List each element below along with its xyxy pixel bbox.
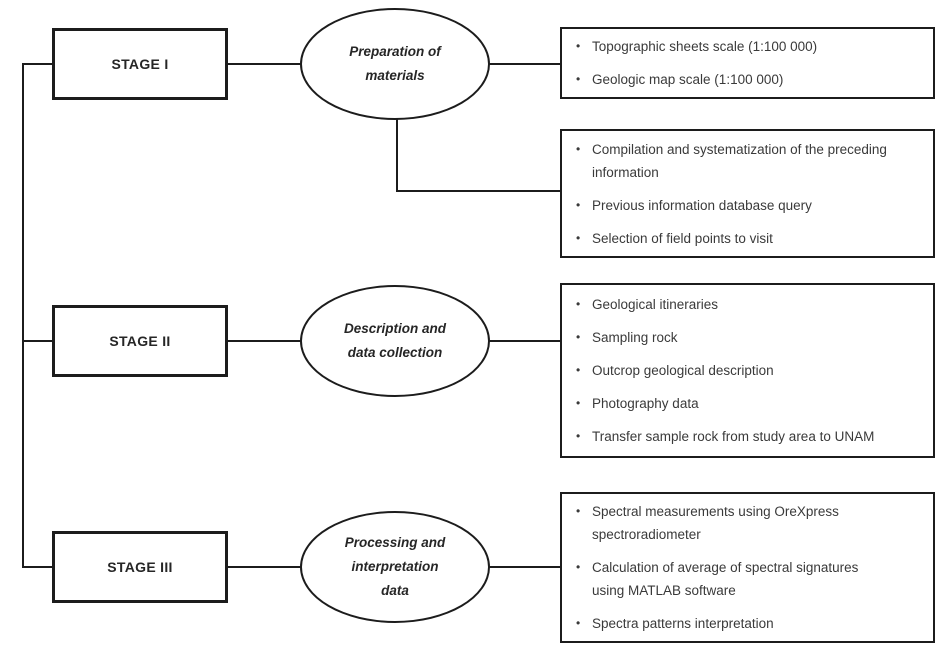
list-item: • Outcrop geological description <box>576 359 929 382</box>
stage1-ellipse: Preparation of materials <box>300 8 490 120</box>
bullet-icon: • <box>576 197 581 212</box>
list-item-text: Compilation and systematization of the p… <box>592 141 887 180</box>
list-item-text: Previous information database query <box>592 197 812 213</box>
list-item: • Topographic sheets scale (1:100 000) <box>576 35 929 58</box>
left-rail-line <box>22 63 24 568</box>
stage2-tasks-box: • Geological itineraries • Sampling rock… <box>560 283 935 458</box>
ellipse1-boxa-connector-line <box>488 63 560 65</box>
list-item: • Geologic map scale (1:100 000) <box>576 68 929 91</box>
stage3-tasks-box: • Spectral measurements using OreXpress … <box>560 492 935 643</box>
bullet-icon: • <box>576 297 581 311</box>
list-item-text: Photography data <box>592 396 699 411</box>
list-item: • Spectra patterns interpretation <box>576 612 929 635</box>
list-item: • Calculation of average of spectral sig… <box>576 556 929 602</box>
stage3-ellipse-connector-line <box>228 566 302 568</box>
list-item: • Transfer sample rock from study area t… <box>576 425 929 448</box>
stage2-ellipse-connector-line <box>228 340 302 342</box>
bullet-icon: • <box>576 429 581 443</box>
stage2-tasks-list: • Geological itineraries • Sampling rock… <box>576 293 929 448</box>
stage3-ellipse-label: Processing and interpretation data <box>344 535 446 598</box>
ellipse2-boxc-connector-line <box>488 340 560 342</box>
list-item: • Photography data <box>576 392 929 415</box>
list-item: • Spectral measurements using OreXpress … <box>576 500 929 546</box>
bullet-icon: • <box>576 141 581 156</box>
stage2-ellipse: Description and data collection <box>300 285 490 397</box>
list-item: • Selection of field points to visit <box>576 227 929 250</box>
ellipse1-branch-horizontal-line <box>396 190 562 192</box>
stage1-ellipse-label: Preparation of materials <box>349 44 441 83</box>
stage3-tasks-list: • Spectral measurements using OreXpress … <box>576 500 929 635</box>
bullet-icon: • <box>576 363 581 377</box>
stage1-label: STAGE I <box>111 56 169 72</box>
stage1-materials-box: • Topographic sheets scale (1:100 000) •… <box>560 27 935 99</box>
list-item-text: Geologic map scale (1:100 000) <box>592 72 784 87</box>
stage3-ellipse: Processing and interpretation data <box>300 511 490 623</box>
ellipse1-branch-vertical-line <box>396 118 398 192</box>
bullet-icon: • <box>576 616 581 630</box>
list-item-text: Spectra patterns interpretation <box>592 616 774 631</box>
stage2-label: STAGE II <box>109 333 171 349</box>
bullet-icon: • <box>576 230 581 245</box>
list-item-text: Transfer sample rock from study area to … <box>592 429 875 444</box>
stage3-rail-stub-line <box>22 566 54 568</box>
stage1-materials-list: • Topographic sheets scale (1:100 000) •… <box>576 35 929 91</box>
bullet-icon: • <box>576 72 581 86</box>
list-item-text: Spectral measurements using OreXpress sp… <box>592 504 839 542</box>
stage3-box: STAGE III <box>52 531 228 603</box>
list-item-text: Topographic sheets scale (1:100 000) <box>592 39 818 54</box>
stage2-ellipse-label: Description and data collection <box>343 321 446 360</box>
bullet-icon: • <box>576 504 581 518</box>
stage1-box: STAGE I <box>52 28 228 100</box>
list-item: • Compilation and systematization of the… <box>576 138 929 184</box>
bullet-icon: • <box>576 560 581 574</box>
list-item: • Geological itineraries <box>576 293 929 316</box>
stage2-box: STAGE II <box>52 305 228 377</box>
list-item-text: Geological itineraries <box>592 297 719 312</box>
bullet-icon: • <box>576 330 581 344</box>
list-item: • Sampling rock <box>576 326 929 349</box>
stage1-ellipse-connector-line <box>228 63 302 65</box>
list-item-text: Calculation of average of spectral signa… <box>592 560 859 598</box>
stage1-tasks-list: • Compilation and systematization of the… <box>576 138 929 250</box>
list-item-text: Selection of field points to visit <box>592 230 773 246</box>
stage1-tasks-box: • Compilation and systematization of the… <box>560 129 935 258</box>
list-item-text: Sampling rock <box>592 330 678 345</box>
ellipse3-boxd-connector-line <box>488 566 560 568</box>
list-item-text: Outcrop geological description <box>592 363 774 378</box>
stage2-rail-stub-line <box>22 340 54 342</box>
bullet-icon: • <box>576 39 581 53</box>
stage3-label: STAGE III <box>107 559 173 575</box>
list-item: • Previous information database query <box>576 194 929 217</box>
bullet-icon: • <box>576 396 581 410</box>
stage1-rail-stub-line <box>22 63 54 65</box>
